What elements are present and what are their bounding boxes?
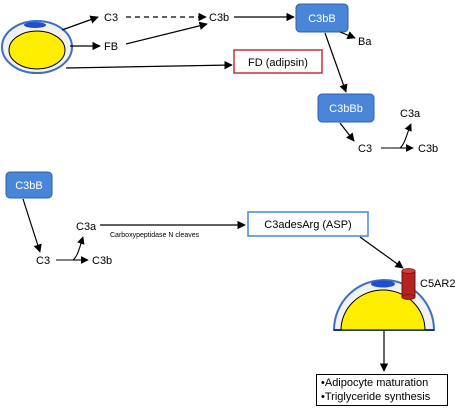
cleavage-arrow-left [56, 236, 85, 261]
label-c3b-top: C3b [209, 12, 229, 24]
c3bb-box-top: C3bB [295, 3, 349, 33]
label-c3b-left: C3b [92, 255, 112, 267]
label-c3a-left: C3a [76, 221, 97, 233]
fd-adipsin-box: FD (adipsin) [233, 49, 323, 74]
outcome-box: •Adipocyte maturation •Triglyceride synt… [316, 374, 448, 406]
asp-box: C3adesArg (ASP) [247, 211, 369, 237]
fd-adipsin-label: FD (adipsin) [248, 57, 308, 69]
arrow-fb-to-c3b [125, 21, 208, 45]
asp-label: C3adesArg (ASP) [264, 219, 351, 231]
arrow-cell-to-fd [65, 60, 233, 70]
label-carboxypeptidase: Carboxypeptidase N cleaves [110, 232, 200, 239]
label-c5ar2: C5AR2 [420, 278, 455, 290]
label-fb: FB [104, 41, 118, 53]
label-c3-right: C3 [358, 143, 372, 155]
c3bbb-box: C3bBb [317, 93, 375, 123]
adipocyte-cell-top [1, 20, 73, 74]
c3bb-left-label: C3bB [15, 180, 43, 192]
arrow-c3bb-to-c3bbb [324, 32, 348, 93]
label-c3-left: C3 [36, 255, 50, 267]
vesicle-icon [24, 22, 46, 28]
label-c3a-right: C3a [400, 108, 421, 120]
arrow-cell-to-c3 [61, 15, 99, 31]
arrow-asp-to-receptor [359, 236, 404, 269]
c3bb-box-left: C3bB [5, 171, 53, 199]
vesicle-icon [371, 280, 395, 288]
c5ar2-receptor-icon [401, 268, 416, 300]
arrow-c3bbb-to-c3 [339, 122, 355, 142]
c3bbb-label: C3bBb [329, 103, 363, 115]
adipocyte-cell-bottom [332, 279, 436, 331]
arrow-c3bb-to-ba [339, 31, 356, 40]
c3bb-top-label: C3bB [308, 13, 336, 25]
arrow-c3bb-to-c3-left [22, 198, 42, 253]
outcome-triglyceride-synthesis: •Triglyceride synthesis [321, 391, 431, 403]
cleavage-arrow-right [381, 123, 412, 149]
label-c3b-right: C3b [418, 143, 438, 155]
label-ba: Ba [358, 36, 372, 48]
label-c3-top: C3 [104, 12, 118, 24]
outcome-adipocyte-maturation: •Adipocyte maturation [321, 377, 429, 389]
